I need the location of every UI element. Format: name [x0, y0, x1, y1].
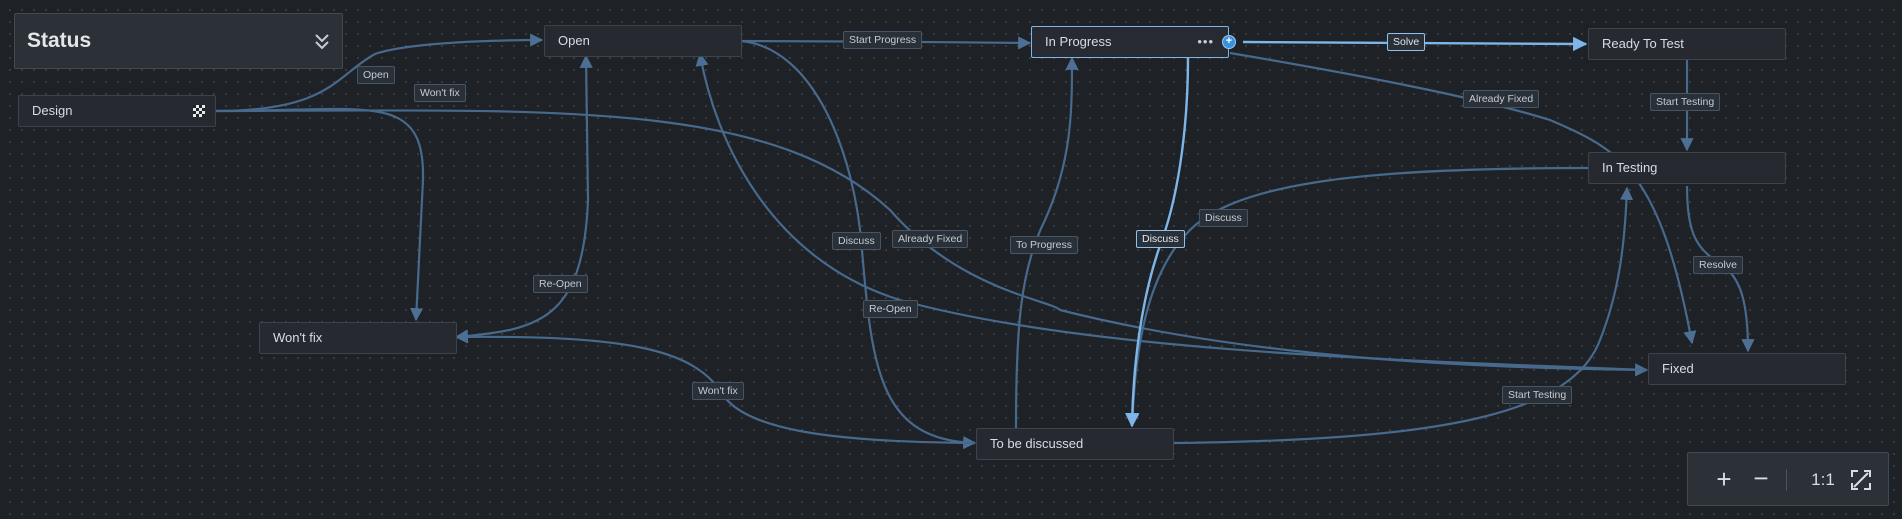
transition-label-discuss[interactable]: Discuss — [832, 232, 881, 250]
transition-label-start-progress[interactable]: Start Progress — [843, 31, 923, 49]
node-to-be-discussed-label: To be discussed — [990, 436, 1084, 451]
node-in-testing[interactable]: In Testing — [1588, 152, 1786, 184]
node-wont-fix-label: Won't fix — [273, 330, 323, 345]
transition-label-re-open[interactable]: Re-Open — [863, 300, 918, 318]
plus-icon[interactable]: + — [1716, 464, 1732, 494]
transition-label-start-testing[interactable]: Start Testing — [1650, 93, 1721, 111]
more-horizontal-icon[interactable]: ••• — [1197, 34, 1214, 49]
transition-label-start-testing[interactable]: Start Testing — [1502, 386, 1573, 404]
edge-tbd-starttesting — [1173, 186, 1634, 445]
zoom-controls: + − 1:1 — [1687, 452, 1889, 506]
edge-open-reopen-curve — [695, 52, 1648, 372]
node-ready-to-test-label: Ready To Test — [1602, 36, 1684, 51]
add-connection-icon[interactable]: + — [1222, 35, 1236, 49]
transition-label-discuss[interactable]: Discuss — [1199, 209, 1248, 227]
zoom-reset-button[interactable]: 1:1 — [1811, 470, 1835, 489]
status-panel-title: Status — [27, 29, 92, 52]
transition-label-re-open[interactable]: Re-Open — [533, 275, 588, 293]
checkered-flag-icon — [193, 105, 205, 117]
double-chevron-down-icon[interactable] — [314, 32, 330, 52]
node-open-label: Open — [558, 33, 590, 48]
status-panel[interactable]: Status — [14, 13, 343, 69]
fit-to-screen-icon[interactable] — [1850, 469, 1872, 491]
transition-label-already-fixed[interactable]: Already Fixed — [892, 230, 969, 248]
node-design-label: Design — [32, 103, 73, 118]
transition-label-wont-fix[interactable]: Won't fix — [692, 382, 744, 400]
transition-label-to-progress[interactable]: To Progress — [1010, 236, 1079, 254]
zoom-divider — [1786, 469, 1787, 491]
node-fixed[interactable]: Fixed — [1648, 353, 1846, 385]
node-fixed-label: Fixed — [1662, 361, 1694, 376]
node-wont-fix[interactable]: Won't fix — [259, 322, 457, 354]
edge-inprogress-alreadyfixed — [1229, 51, 1697, 345]
node-in-progress-label: In Progress — [1045, 34, 1112, 49]
transition-label-wont-fix[interactable]: Won't fix — [414, 84, 466, 102]
node-in-testing-label: In Testing — [1602, 160, 1658, 175]
transition-label-open[interactable]: Open — [357, 66, 395, 84]
edge-design-wontfix — [214, 107, 425, 322]
node-ready-to-test[interactable]: Ready To Test — [1588, 28, 1786, 60]
edge-tbd-toprogress — [1014, 56, 1079, 429]
edge-design-open — [214, 33, 544, 113]
node-design[interactable]: Design — [18, 95, 216, 127]
minus-icon[interactable]: − — [1753, 463, 1769, 493]
transition-label-resolve[interactable]: Resolve — [1693, 256, 1743, 274]
node-in-progress[interactable]: In Progress ••• + — [1031, 26, 1236, 58]
transition-label-discuss[interactable]: Discuss — [1136, 230, 1185, 248]
node-open[interactable]: Open — [544, 25, 742, 57]
node-to-be-discussed[interactable]: To be discussed — [976, 428, 1174, 460]
transition-label-solve[interactable]: Solve — [1387, 33, 1426, 51]
transition-label-already-fixed[interactable]: Already Fixed — [1463, 90, 1540, 108]
edge-open-discuss — [740, 39, 977, 450]
edge-wontfix-reopen — [454, 54, 593, 343]
